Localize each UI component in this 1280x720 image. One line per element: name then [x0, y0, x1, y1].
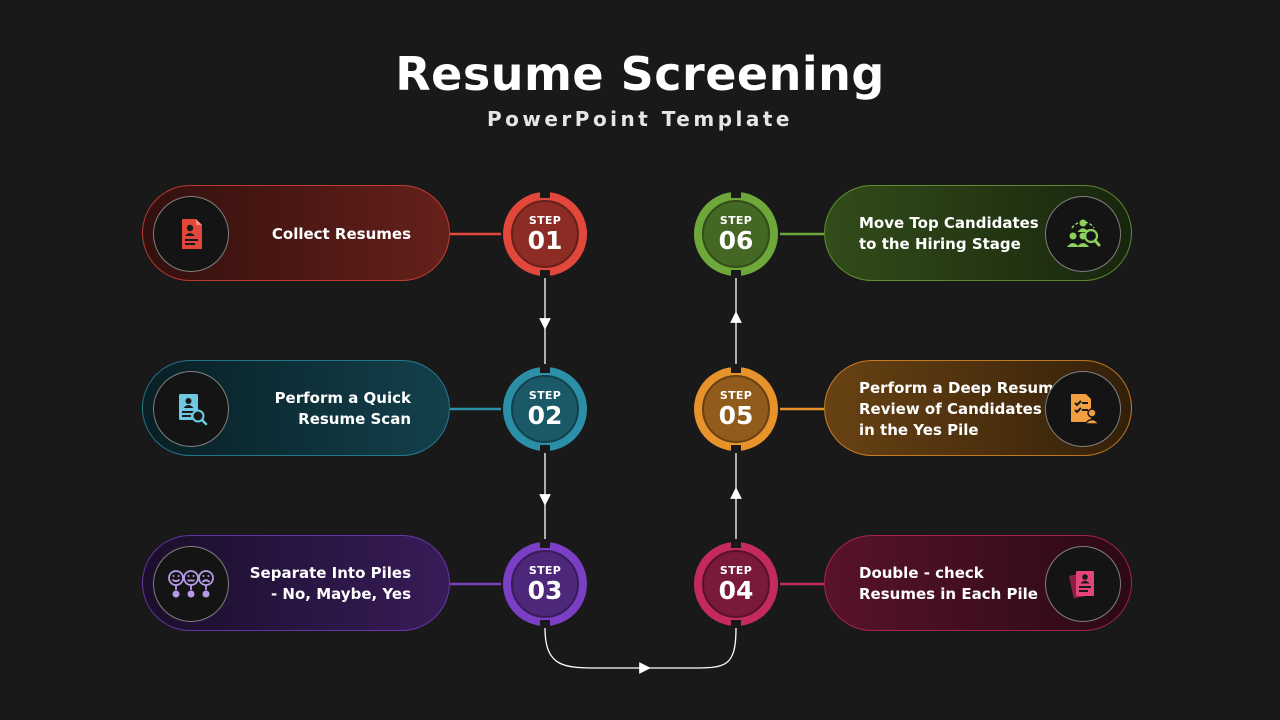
step-disc-05: [702, 375, 770, 443]
step-disc-02: [511, 375, 579, 443]
resume-search-icon: [179, 394, 208, 426]
step-04-line-2: Resumes in Each Pile: [859, 585, 1038, 603]
step-icon-03: [153, 546, 229, 622]
step-ring-notch-04: [731, 540, 741, 548]
step-disc-01: [511, 200, 579, 268]
step-text-03: Separate Into Piles - No, Maybe, Yes: [250, 536, 411, 632]
step-text-05: Perform a Deep Resume Review of Candidat…: [859, 361, 1064, 457]
flow-connectors: [539, 278, 742, 674]
step-02-line-2: Resume Scan: [298, 410, 411, 428]
step-05-line-3: in the Yes Pile: [859, 420, 979, 439]
step-01-line-1: Collect Resumes: [271, 224, 411, 243]
step-text-01: Collect Resumes: [272, 186, 411, 282]
step-icon-02: [153, 371, 229, 447]
step-06-line-2: to the Hiring Stage: [859, 235, 1021, 253]
step-06-line-1: Move Top Candidates: [859, 214, 1039, 232]
step-disc-03: [511, 550, 579, 618]
step-ring-notch-05: [731, 445, 741, 453]
candidate-hire-icon: [1067, 219, 1101, 247]
step-ring-notch-01: [540, 190, 550, 198]
step-ring-notch-02: [540, 445, 550, 453]
step-card-05: Perform a Deep Resume Review of Candidat…: [824, 360, 1132, 456]
step-text-04: Double - check Resumes in Each Pile: [859, 536, 1038, 632]
step-ring-notch-05: [731, 365, 741, 373]
step-ring-notch-02: [540, 365, 550, 373]
page-title: Resume Screening: [395, 47, 885, 101]
step-ring-notch-04: [731, 620, 741, 628]
connector-3-4-tail: [645, 627, 737, 669]
step-ring-notch-06: [731, 190, 741, 198]
step-card-01: Collect Resumes: [142, 185, 450, 281]
step-02-line-1: Perform a Quick: [274, 389, 411, 407]
stacked-resumes-icon: [1069, 571, 1094, 599]
step-ring-notch-03: [540, 620, 550, 628]
step-03-line-1: Separate Into Piles: [249, 564, 411, 582]
step-ring-notch-01: [540, 270, 550, 278]
step-icon-01: [153, 196, 229, 272]
page-subtitle: PowerPoint Template: [486, 107, 793, 131]
step-04-line-1: Double - check: [859, 564, 984, 582]
step-ring-notch-06: [731, 270, 741, 278]
step-icon-05: [1045, 371, 1121, 447]
step-card-04: Double - check Resumes in Each Pile: [824, 535, 1132, 631]
step-text-06: Move Top Candidates to the Hiring Stage: [859, 186, 1039, 282]
step-ring-notch-03: [540, 540, 550, 548]
step-disc-06: [702, 200, 770, 268]
rating-faces-icon: [168, 570, 214, 598]
resume-document-icon: [182, 219, 202, 249]
step-text-02: Perform a Quick Resume Scan: [275, 361, 411, 457]
step-card-02: Perform a Quick Resume Scan: [142, 360, 450, 456]
step-card-06: Move Top Candidates to the Hiring Stage: [824, 185, 1132, 281]
connector-3-4: [544, 627, 651, 674]
step-card-03: Separate Into Piles - No, Maybe, Yes: [142, 535, 450, 631]
candidate-review-icon: [1071, 394, 1101, 425]
step-disc-04: [702, 550, 770, 618]
step-icon-04: [1045, 546, 1121, 622]
step-05-line-1: Perform a Deep Resume: [859, 378, 1064, 397]
step-icon-06: [1045, 196, 1121, 272]
step-05-line-2: Review of Candidates: [859, 399, 1042, 418]
step-03-line-2: - No, Maybe, Yes: [270, 585, 411, 603]
